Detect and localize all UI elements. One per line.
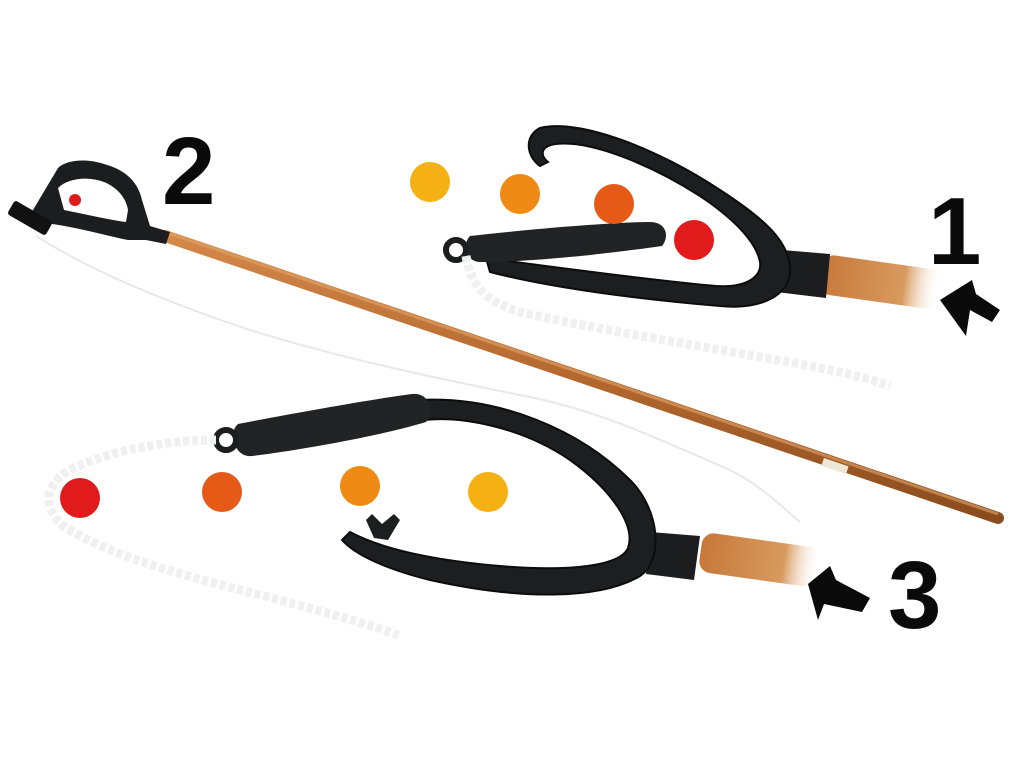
bottom-dot-orange-red (202, 472, 242, 512)
top-wood-grip (819, 255, 941, 309)
top-sequence-dots (410, 162, 714, 260)
step-number-3: 3 (888, 542, 942, 649)
top-hook-assembly (443, 125, 1000, 391)
bottom-hook-tip (366, 514, 400, 540)
bottom-rope (44, 435, 402, 641)
top-dot-yellow (410, 162, 450, 202)
d-handle (8, 160, 170, 244)
top-latch-ring (443, 237, 469, 263)
bottom-dot-orange (340, 466, 380, 506)
bottom-wood-grip (699, 533, 821, 587)
bottom-hook-jaw (340, 398, 657, 596)
top-hook-jaw (484, 125, 792, 308)
price-label (821, 458, 849, 474)
bottom-latch (233, 393, 431, 457)
top-dot-orange-red (594, 184, 634, 224)
top-dot-orange (500, 174, 540, 214)
bottom-dot-red (60, 478, 100, 518)
wooden-pole (159, 230, 1004, 524)
arrow-pointing-left-icon (940, 280, 1000, 336)
pole-rope (35, 235, 801, 523)
bottom-dot-yellow (468, 472, 508, 512)
top-latch (465, 222, 666, 262)
handle-dot-red (69, 194, 81, 206)
bottom-ferrule (646, 532, 700, 580)
top-rope (461, 255, 892, 391)
arrow-pointing-right-icon (808, 566, 870, 620)
bottom-sequence-dots (60, 466, 508, 518)
boat-hook-pole-assembly (8, 160, 1004, 524)
bottom-latch-ring (213, 427, 239, 453)
top-dot-red (674, 220, 714, 260)
step-number-1: 1 (928, 178, 982, 285)
step-number-2: 2 (162, 118, 216, 225)
bottom-hook-assembly (44, 393, 870, 641)
